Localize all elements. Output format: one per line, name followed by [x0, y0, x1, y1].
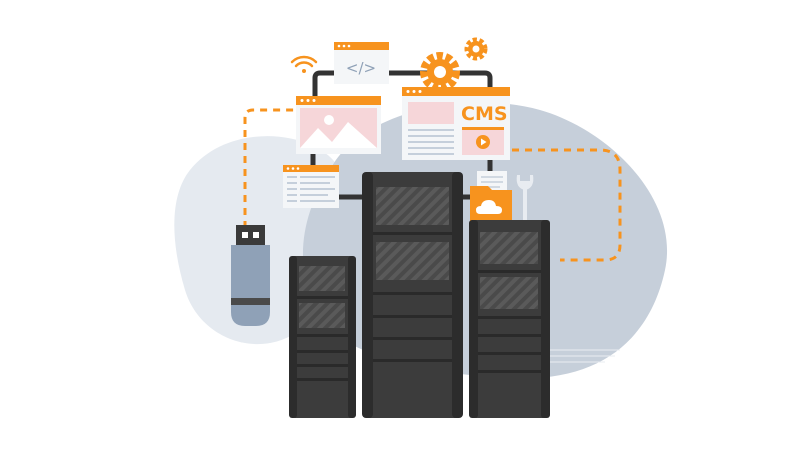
- document-window: [283, 165, 339, 208]
- usb-drive-icon: [231, 225, 270, 326]
- cms-window: CMS: [402, 87, 510, 160]
- code-window: </>: [334, 42, 389, 84]
- wifi-icon: [290, 55, 318, 73]
- image-window: [296, 96, 381, 154]
- gear-icon-small: [464, 37, 488, 61]
- dashed-connector-right: [512, 148, 622, 262]
- dashed-connector-left: [243, 108, 296, 228]
- server-rack-left: [289, 256, 356, 418]
- cloud-folder-icon: [470, 186, 512, 221]
- wrench-icon: [516, 175, 534, 222]
- server-rack-center: [362, 172, 463, 418]
- gear-icon-large: [420, 52, 460, 92]
- cms-label: CMS: [461, 103, 508, 125]
- server-rack-right: [469, 220, 550, 418]
- code-icon: </>: [346, 59, 376, 77]
